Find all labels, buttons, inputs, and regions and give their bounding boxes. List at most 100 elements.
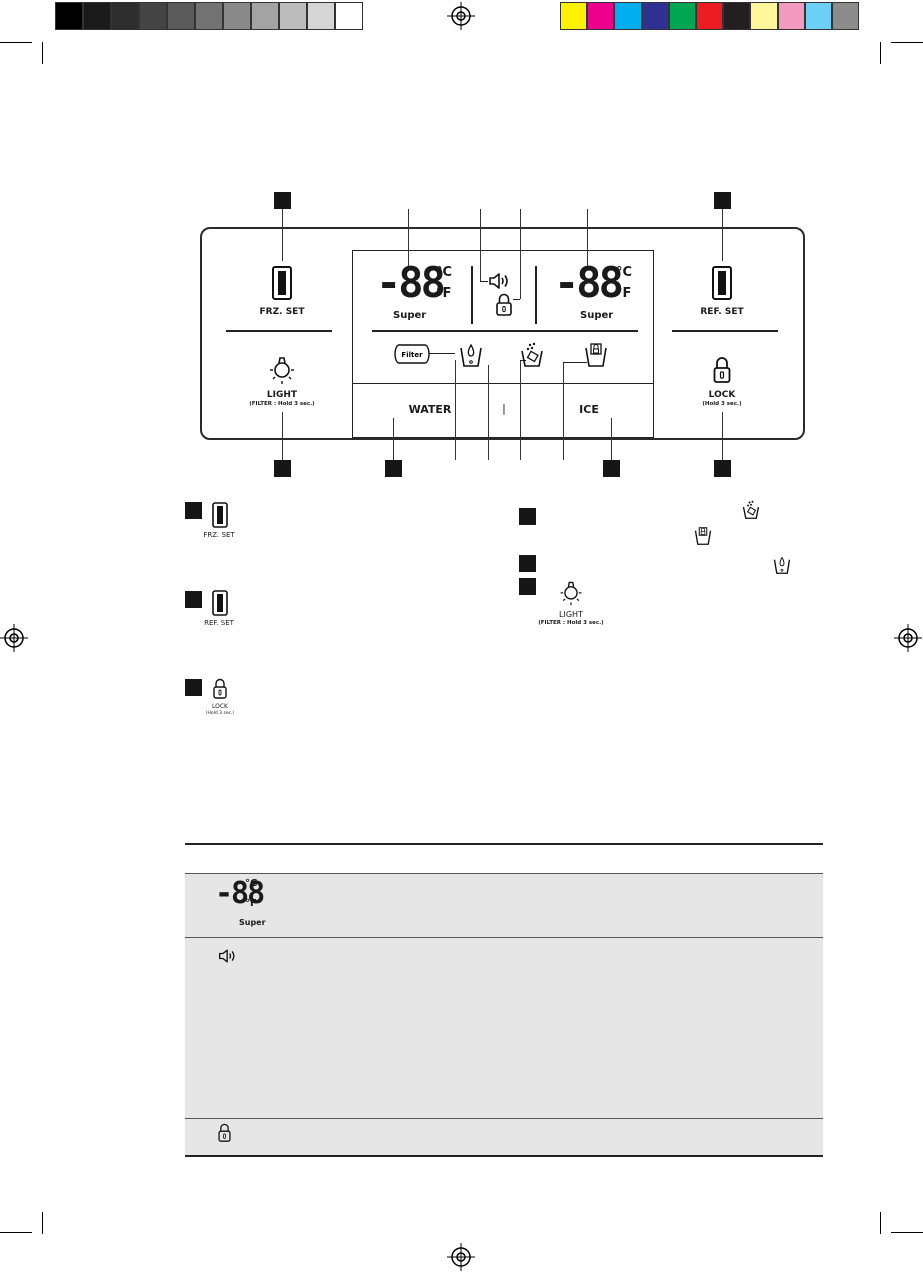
grayscale-swatch bbox=[83, 2, 111, 30]
fridge-super-label: Super bbox=[580, 310, 614, 321]
callout-marker bbox=[185, 502, 202, 519]
crop-mark bbox=[891, 1232, 923, 1233]
leader-line bbox=[611, 418, 612, 460]
lock-indicator-icon bbox=[496, 293, 512, 316]
display-divider bbox=[535, 266, 537, 324]
crushed-ice-icon bbox=[521, 342, 543, 367]
ref-set-button-icon[interactable] bbox=[712, 266, 732, 300]
registration-mark-top-icon bbox=[447, 2, 475, 30]
grayscale-swatch bbox=[139, 2, 167, 30]
ice-button-label[interactable]: ICE bbox=[579, 403, 599, 416]
crushed-ice-icon bbox=[742, 500, 760, 519]
ref-set-button-icon bbox=[212, 590, 228, 616]
color-swatch bbox=[641, 2, 669, 30]
callout-marker bbox=[519, 555, 536, 572]
lock-button-icon[interactable] bbox=[713, 356, 731, 384]
color-swatch bbox=[832, 2, 860, 30]
display-divider bbox=[372, 330, 638, 332]
grayscale-swatch bbox=[279, 2, 307, 30]
crop-mark bbox=[891, 42, 923, 43]
callout-marker bbox=[519, 578, 536, 595]
lock-label: LOCK bbox=[708, 390, 736, 400]
fridge-unit-f: °F bbox=[616, 286, 632, 301]
grayscale-swatch bbox=[111, 2, 139, 30]
table-row bbox=[185, 1119, 823, 1155]
filter-icon: Filter bbox=[394, 344, 430, 364]
callout-marker bbox=[385, 460, 402, 477]
panel-divider bbox=[226, 330, 332, 332]
dispenser-separator: | bbox=[502, 402, 506, 415]
table-bottom-rule bbox=[185, 1155, 823, 1157]
dispenser-button-strip bbox=[352, 383, 654, 438]
lock-icon bbox=[218, 1123, 231, 1142]
leader-line bbox=[480, 209, 481, 281]
sound-icon bbox=[219, 949, 235, 963]
table-unit-c: °C bbox=[245, 878, 258, 889]
freezer-super-label: Super bbox=[393, 310, 427, 321]
legend-light-sub-label: (FILTER : Hold 3 sec.) bbox=[538, 620, 604, 626]
freezer-unit-c: °C bbox=[436, 265, 453, 280]
frz-set-button-icon[interactable] bbox=[272, 266, 292, 300]
table-super-label: Super bbox=[239, 918, 266, 927]
legend-light-label: LIGHT bbox=[559, 610, 583, 619]
leader-connector bbox=[480, 281, 488, 282]
light-bulb-icon bbox=[560, 581, 582, 605]
filter-label: Filter bbox=[401, 351, 423, 359]
crop-mark bbox=[42, 1212, 43, 1234]
leader-line bbox=[282, 209, 283, 261]
panel-divider bbox=[672, 330, 778, 332]
color-swatch bbox=[614, 2, 642, 30]
water-button-label[interactable]: WATER bbox=[408, 403, 452, 416]
leader-line bbox=[587, 209, 588, 267]
leader-line bbox=[520, 360, 521, 460]
leader-line bbox=[282, 412, 283, 460]
table-temp-digits: -88 bbox=[215, 876, 265, 911]
crop-mark bbox=[880, 1212, 881, 1234]
control-panel-outline bbox=[200, 227, 805, 440]
table-rule bbox=[185, 937, 823, 938]
cubed-ice-icon bbox=[694, 527, 712, 545]
callout-marker bbox=[185, 591, 202, 608]
leader-line bbox=[488, 365, 489, 460]
leader-line bbox=[722, 209, 723, 261]
freezer-unit-f: °F bbox=[436, 286, 452, 301]
callout-marker bbox=[519, 508, 536, 525]
leader-connector bbox=[520, 360, 526, 361]
light-bulb-icon[interactable] bbox=[267, 353, 297, 385]
lock-sub-label: (Hold 3 sec.) bbox=[702, 401, 742, 407]
table-row bbox=[185, 938, 823, 1118]
leader-connector bbox=[563, 362, 587, 363]
display-area bbox=[352, 250, 654, 438]
registration-mark-left-icon bbox=[0, 624, 28, 652]
light-label: LIGHT bbox=[266, 390, 298, 400]
registration-mark-right-icon bbox=[894, 624, 922, 652]
light-sub-label: (FILTER : Hold 3 sec.) bbox=[249, 401, 315, 407]
table-rule bbox=[185, 873, 823, 874]
leader-line bbox=[408, 209, 409, 267]
leader-line bbox=[722, 412, 723, 460]
leader-line bbox=[455, 360, 456, 460]
leader-line bbox=[393, 418, 394, 460]
leader-line bbox=[563, 362, 564, 460]
callout-marker bbox=[274, 460, 291, 477]
fridge-temp-digits: -88 bbox=[554, 258, 624, 307]
table-row bbox=[185, 874, 823, 937]
grayscale-swatch bbox=[55, 2, 83, 30]
leader-line bbox=[520, 209, 521, 299]
callout-marker bbox=[714, 460, 731, 477]
crop-mark bbox=[0, 42, 32, 43]
sound-icon bbox=[489, 273, 508, 289]
callout-marker bbox=[274, 192, 291, 209]
leader-connector bbox=[422, 353, 455, 354]
color-swatch bbox=[587, 2, 615, 30]
leader-connector bbox=[513, 299, 520, 300]
grayscale-swatch bbox=[223, 2, 251, 30]
callout-marker bbox=[603, 460, 620, 477]
table-rule bbox=[185, 1118, 823, 1119]
grayscale-swatch bbox=[251, 2, 279, 30]
cubed-ice-icon bbox=[585, 343, 607, 367]
legend-lock-sub-label: (Hold 3 sec.) bbox=[205, 711, 235, 716]
grayscale-swatch bbox=[167, 2, 195, 30]
color-swatch bbox=[560, 2, 588, 30]
registration-mark-bottom-icon bbox=[447, 1243, 475, 1271]
